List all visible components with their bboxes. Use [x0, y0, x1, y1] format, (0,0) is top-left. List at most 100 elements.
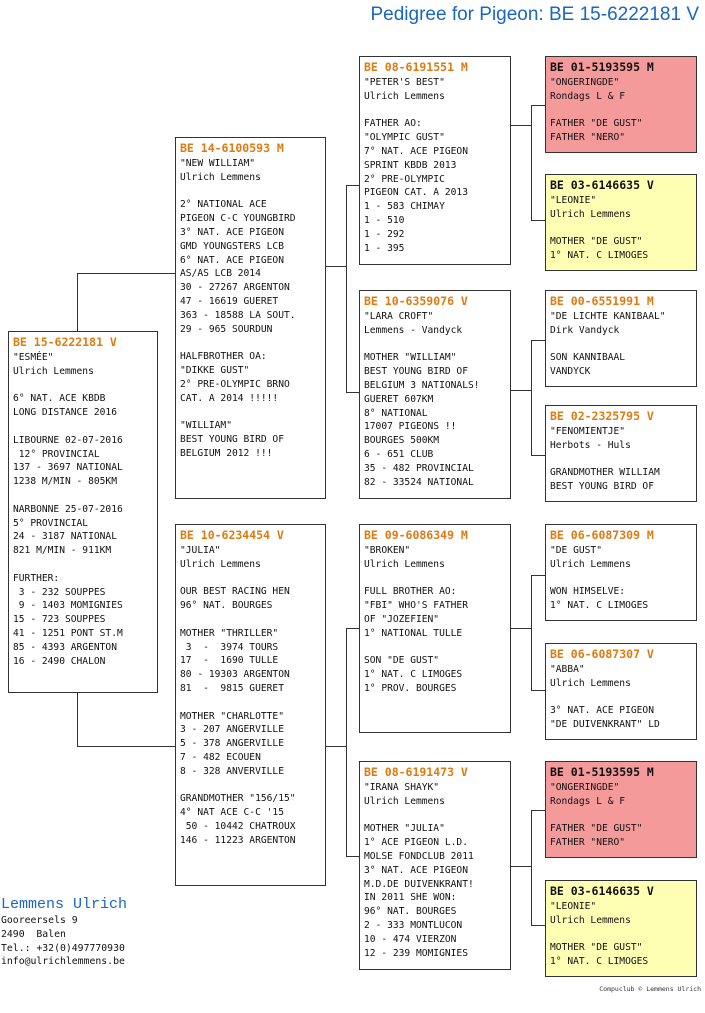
- pigeon-info-line: [364, 809, 506, 823]
- pigeon-card-sdd: BE 02-2325795 V"FENOMIENTJE"Herbots - Hu…: [545, 405, 697, 502]
- pigeon-info-line: LIBOURNE 02-07-2016: [13, 434, 123, 446]
- connector-line: [77, 693, 78, 746]
- breeder-name: Rondags L & F: [550, 90, 626, 102]
- pigeon-name: "ONGERINGDE": [550, 782, 620, 793]
- pigeon-card-sds: BE 00-6551991 M"DE LICHTE KANIBAAL"Dirk …: [545, 290, 697, 387]
- pigeon-name: "DE GUST": [550, 545, 602, 556]
- pigeon-info-line: PIGEON CAT. A 2013: [364, 187, 468, 199]
- pigeon-card-ddd: BE 03-6146635 V"LEONIE"Ulrich Lemmens MO…: [545, 880, 697, 977]
- connector-line: [531, 340, 532, 456]
- pigeon-info-line: [550, 453, 692, 467]
- connector-line: [346, 185, 347, 393]
- pigeon-info-line: 8° NATIONAL: [364, 407, 428, 419]
- pigeon-info-line: 3° NAT. ACE PIGEON: [180, 226, 284, 238]
- ring-number: BE 08-6191473 V: [364, 765, 468, 779]
- pigeon-info-line: [13, 379, 153, 393]
- pigeon-name: "FENOMIENTJE": [550, 426, 626, 437]
- pigeon-info-line: 2 - 333 MONTLUCON: [364, 919, 463, 931]
- pigeon-name: "IRANA SHAYK": [364, 782, 440, 793]
- pigeon-info-line: GUERET 607KM: [364, 393, 434, 405]
- pigeon-info-line: 47 - 16619 GUERET: [180, 295, 279, 307]
- pigeon-info-line: NARBONNE 25-07-2016: [13, 503, 123, 515]
- pigeon-info-line: 1° ACE PIGEON L.D.: [364, 837, 468, 849]
- breeder-name: Ulrich Lemmens: [180, 558, 261, 570]
- ring-number: BE 10-6234454 V: [180, 528, 284, 542]
- pigeon-info-line: SON "DE GUST": [364, 655, 440, 667]
- pigeon-info-line: 1° NAT. C LIMOGES: [550, 600, 649, 612]
- pigeon-info-line: 17 - 1690 TULLE: [180, 655, 279, 667]
- connector-line: [510, 390, 532, 391]
- pigeon-info-line: 1° PROV. BOURGES: [364, 682, 457, 694]
- connector-line: [346, 628, 347, 856]
- pigeon-name: "LARA CROFT": [364, 311, 434, 322]
- ring-number: BE 10-6359076 V: [364, 294, 468, 308]
- pigeon-info-line: 1° NAT. C LIMOGES: [550, 250, 649, 262]
- owner-email[interactable]: info@ulrichlemmens.be: [1, 956, 125, 968]
- pigeon-name: "ESMÉE": [13, 352, 54, 363]
- pigeon-info-line: 3 - 3974 TOURS: [180, 641, 279, 653]
- pigeon-name: "LEONIE": [550, 901, 597, 912]
- connector-line: [531, 105, 546, 106]
- connector-line: [510, 866, 532, 867]
- pigeon-name: "LEONIE": [550, 195, 597, 206]
- breeder-name: Ulrich Lemmens: [364, 558, 445, 570]
- pigeon-info-line: MOTHER "JULIA": [364, 823, 445, 835]
- breeder-name: Herbots - Huls: [550, 439, 631, 451]
- pigeon-info-line: [13, 558, 153, 572]
- pigeon-info-line: [550, 572, 692, 586]
- connector-line: [346, 628, 360, 629]
- pigeon-info-line: 35 - 482 PROVINCIAL: [364, 462, 474, 474]
- pigeon-info-line: 5° PROVINCIAL: [13, 517, 89, 529]
- pigeon-info-line: OF "JOZEFIEN": [364, 613, 440, 625]
- pigeon-info-line: 96° NAT. BOURGES: [180, 600, 273, 612]
- pigeon-info-line: 7 - 482 ECOUEN: [180, 751, 261, 763]
- pigeon-info-line: [180, 405, 321, 419]
- pigeon-info-line: SPRINT KBDB 2013: [364, 159, 457, 171]
- connector-line: [510, 125, 532, 126]
- pigeon-name: "PETER'S BEST": [364, 77, 445, 88]
- pigeon-info-line: MOTHER "CHARLOTTE": [180, 710, 284, 722]
- pigeon-info-line: 1° NAT. C LIMOGES: [364, 669, 463, 681]
- pigeon-info-line: 8 - 328 ANVERVILLE: [180, 765, 284, 777]
- pigeon-info-line: "FBI" WHO'S FATHER: [364, 600, 468, 612]
- connector-line: [77, 746, 176, 747]
- pigeon-info-line: CAT. A 2014 !!!!!: [180, 392, 279, 404]
- footer-credit: Compuclub © Lemmens Ulrich: [599, 985, 701, 993]
- pigeon-info-line: BEST YOUNG BIRD OF: [364, 366, 468, 378]
- pigeon-card-ssd: BE 03-6146635 V"LEONIE"Ulrich Lemmens MO…: [545, 174, 697, 271]
- pigeon-info-line: 41 - 1251 PONT ST.M: [13, 627, 123, 639]
- pigeon-info-line: OUR BEST RACING HEN: [180, 586, 290, 598]
- pigeon-info-line: FATHER AO:: [364, 118, 422, 130]
- pigeon-name: "ONGERINGDE": [550, 77, 620, 88]
- pigeon-info-line: 96° NAT. BOURGES: [364, 906, 457, 918]
- pigeon-info-line: BEST YOUNG BIRD OF: [180, 433, 284, 445]
- pigeon-info-line: 3° NAT. ACE PIGEON: [364, 864, 468, 876]
- pigeon-info-line: 2° PRE-OLYMPIC: [364, 173, 445, 185]
- pigeon-info-line: FURTHER:: [13, 572, 60, 584]
- connector-line: [77, 273, 176, 274]
- pigeon-info-line: 15 - 723 SOUPPES: [13, 614, 106, 626]
- pigeon-info-line: 5 - 378 ANGERVILLE: [180, 738, 284, 750]
- pigeon-info-line: FATHER "DE GUST": [550, 118, 643, 130]
- connector-line: [531, 105, 532, 221]
- connector-line: [531, 925, 546, 926]
- connector-line: [531, 220, 546, 221]
- connector-line: [531, 810, 546, 811]
- pigeon-info-line: GMD YOUNGSTERS LCB: [180, 240, 284, 252]
- pigeon-info-line: 3 - 207 ANGERVILLE: [180, 724, 284, 736]
- pigeon-info-line: 10 - 474 VIERZON: [364, 933, 457, 945]
- pigeon-info-line: PIGEON C-C YOUNGBIRD: [180, 213, 296, 225]
- pigeon-card-dss: BE 06-6087309 M"DE GUST"Ulrich Lemmens W…: [545, 524, 697, 621]
- pigeon-info-line: BELGIUM 2012 !!!: [180, 447, 273, 459]
- pigeon-card-dds: BE 01-5193595 M"ONGERINGDE"Rondags L & F…: [545, 761, 697, 858]
- pigeon-info-line: 2° NATIONAL ACE: [180, 199, 267, 211]
- pigeon-info-line: 1 - 510: [364, 214, 405, 226]
- pigeon-info-line: HALFBROTHER OA:: [180, 351, 267, 363]
- connector-line: [77, 273, 78, 331]
- pigeon-info-line: M.D.DE DUIVENKRANT!: [364, 878, 474, 890]
- pigeon-info-line: "WILLIAM": [180, 420, 232, 432]
- ring-number: BE 15-6222181 V: [13, 335, 117, 349]
- ring-number: BE 06-6087309 M: [550, 528, 654, 542]
- pigeon-info-line: MOLSE FONDCLUB 2011: [364, 850, 474, 862]
- owner-info: Lemmens Ulrich Gooreersels 9 2490 Balen …: [1, 896, 127, 969]
